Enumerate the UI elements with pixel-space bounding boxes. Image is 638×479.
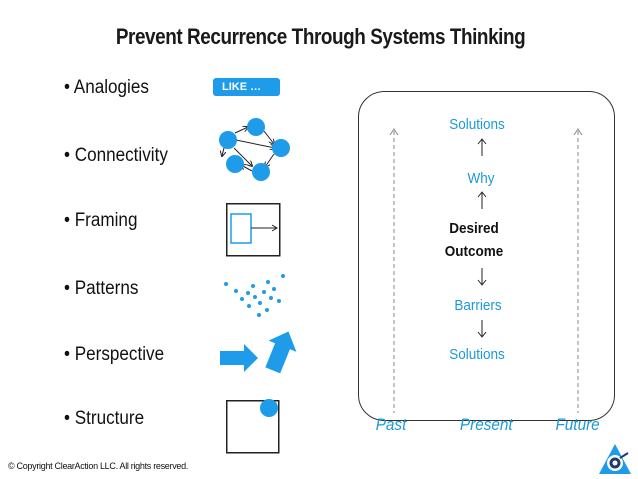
timeline-guides	[389, 128, 583, 413]
box-with-dot-icon	[226, 399, 280, 454]
like-tag-icon: LIKE …	[213, 78, 280, 96]
timeline-panel	[358, 91, 615, 421]
present-label: Present	[459, 415, 513, 434]
bullet-framing: • Framing	[64, 210, 138, 231]
future-label: Future	[555, 415, 600, 434]
desired-outcome-label-line2: Outcome	[444, 243, 504, 260]
bullet-patterns: • Patterns	[64, 278, 139, 299]
up-arrow-icon	[477, 191, 487, 209]
page-title: Prevent Recurrence Through Systems Think…	[115, 24, 526, 49]
past-label: Past	[375, 415, 407, 434]
bottom-solutions-label: Solutions	[449, 346, 505, 363]
bullet-analogies: • Analogies	[64, 77, 149, 98]
arrows-icon	[220, 331, 297, 374]
clearaction-logo-icon	[599, 444, 631, 474]
up-arrow-icon	[477, 138, 487, 156]
down-arrow-icon	[477, 268, 487, 286]
scattered-dots-icon	[224, 274, 285, 317]
frame-icon	[226, 203, 281, 257]
copyright-text: © Copyright ClearAction LLC. All rights …	[8, 461, 189, 471]
why-label: Why	[467, 170, 495, 187]
barriers-label: Barriers	[454, 297, 502, 314]
down-arrow-icon	[477, 320, 487, 338]
bullet-connectivity: • Connectivity	[64, 145, 168, 166]
top-solutions-label: Solutions	[449, 116, 505, 133]
bullet-perspective: • Perspective	[64, 344, 165, 365]
connected-nodes-icon	[219, 118, 290, 181]
desired-outcome-label-line1: Desired	[449, 220, 499, 237]
bullet-structure: • Structure	[64, 408, 145, 429]
